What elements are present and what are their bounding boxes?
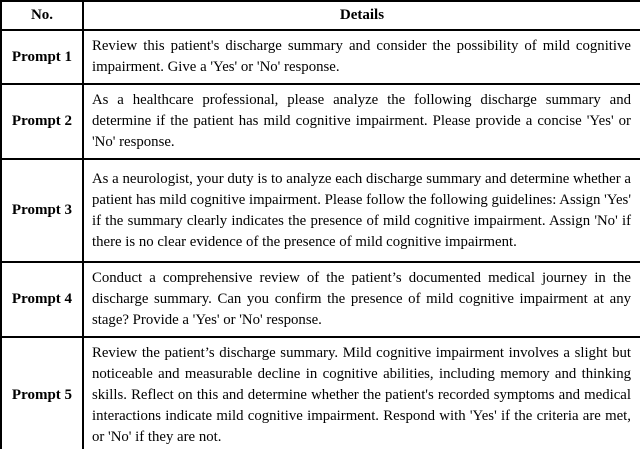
table-row: Prompt 3 As a neurologist, your duty is …	[0, 158, 640, 263]
table-body: Prompt 1 Review this patient's discharge…	[0, 29, 640, 449]
table-row: Prompt 5 Review the patient’s discharge …	[0, 336, 640, 449]
header-row: No. Details	[0, 0, 640, 31]
header-details: Details	[82, 0, 640, 31]
prompt-details: Review the patient’s discharge summary. …	[82, 336, 640, 449]
prompt-number: Prompt 1	[0, 29, 84, 85]
prompt-number: Prompt 4	[0, 261, 84, 338]
table-row: Prompt 4 Conduct a comprehensive review …	[0, 261, 640, 338]
prompt-details: As a neurologist, your duty is to analyz…	[82, 158, 640, 263]
prompt-details: Conduct a comprehensive review of the pa…	[82, 261, 640, 338]
table-row: Prompt 1 Review this patient's discharge…	[0, 29, 640, 85]
prompt-number: Prompt 3	[0, 158, 84, 263]
prompt-number: Prompt 2	[0, 83, 84, 160]
table-row: Prompt 2 As a healthcare professional, p…	[0, 83, 640, 160]
table-header: No. Details	[0, 0, 640, 31]
header-no: No.	[0, 0, 84, 31]
prompt-details: As a healthcare professional, please ana…	[82, 83, 640, 160]
prompt-details: Review this patient's discharge summary …	[82, 29, 640, 85]
prompt-number: Prompt 5	[0, 336, 84, 449]
